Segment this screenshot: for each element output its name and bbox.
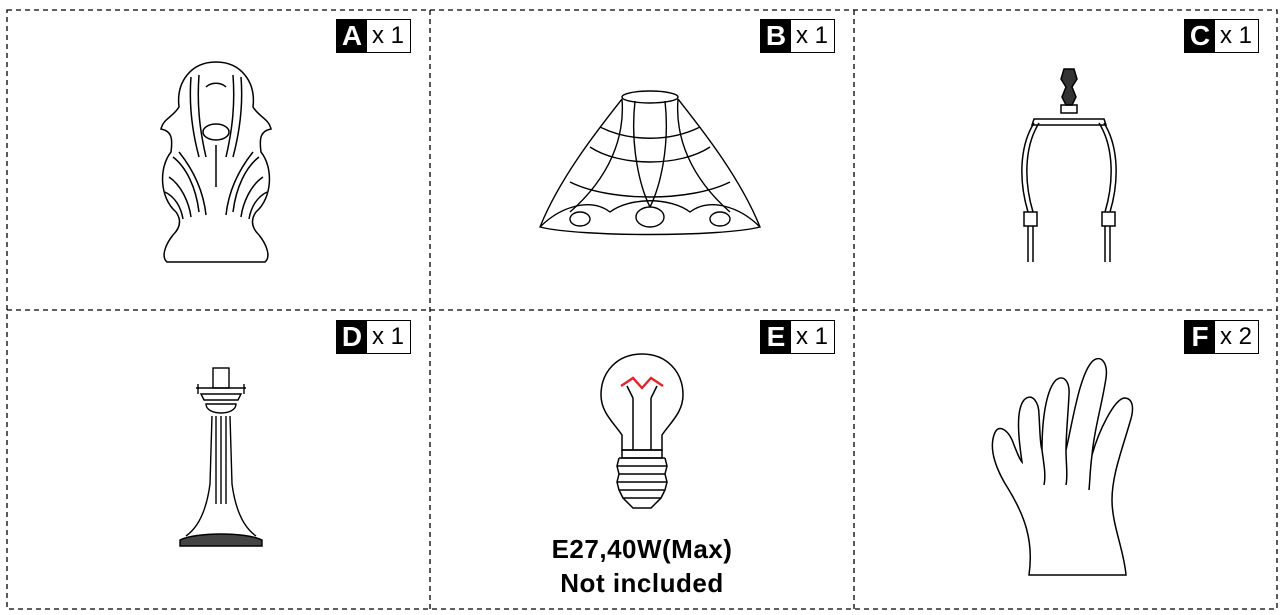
part-badge-f: F x 2 <box>1184 320 1260 354</box>
part-cell-b: B x 1 <box>430 9 854 310</box>
part-badge-b: B x 1 <box>760 19 836 53</box>
lamp-stand-icon <box>179 367 263 547</box>
part-cell-c: C x 1 <box>854 9 1278 310</box>
grid-lines <box>6 9 1278 610</box>
part-quantity: x 1 <box>372 323 405 350</box>
bulb-caption-line-2: Not included <box>560 568 724 598</box>
part-letter: E <box>761 321 791 353</box>
part-letter: D <box>337 321 367 353</box>
part-letter: F <box>1185 321 1215 353</box>
part-badge-d: D x 1 <box>336 320 412 354</box>
part-cell-d: D x 1 <box>6 310 430 611</box>
parts-grid: A x 1 B x 1 <box>6 9 1278 611</box>
lamp-base-icon <box>160 61 272 263</box>
part-quantity: x 1 <box>796 323 829 350</box>
part-badge-c: C x 1 <box>1184 19 1260 53</box>
part-cell-e: E x 1 E27,40W(Max) Not included <box>430 310 854 611</box>
harp-finial-icon <box>1021 68 1117 262</box>
lamp-shade-icon <box>539 90 761 236</box>
part-badge-a: A x 1 <box>336 19 412 53</box>
part-letter: C <box>1185 20 1215 52</box>
part-cell-a: A x 1 <box>6 9 430 310</box>
light-bulb-icon <box>600 353 684 509</box>
bulb-caption-line-1: E27,40W(Max) <box>551 534 733 564</box>
glove-icon <box>991 357 1134 576</box>
part-quantity: x 1 <box>796 22 829 49</box>
part-quantity: x 1 <box>1220 22 1253 49</box>
part-letter: A <box>337 20 367 52</box>
part-badge-e: E x 1 <box>760 320 836 354</box>
part-cell-f: F x 2 <box>854 310 1278 611</box>
part-letter: B <box>761 20 791 52</box>
part-quantity: x 2 <box>1220 323 1253 350</box>
part-quantity: x 1 <box>372 22 405 49</box>
